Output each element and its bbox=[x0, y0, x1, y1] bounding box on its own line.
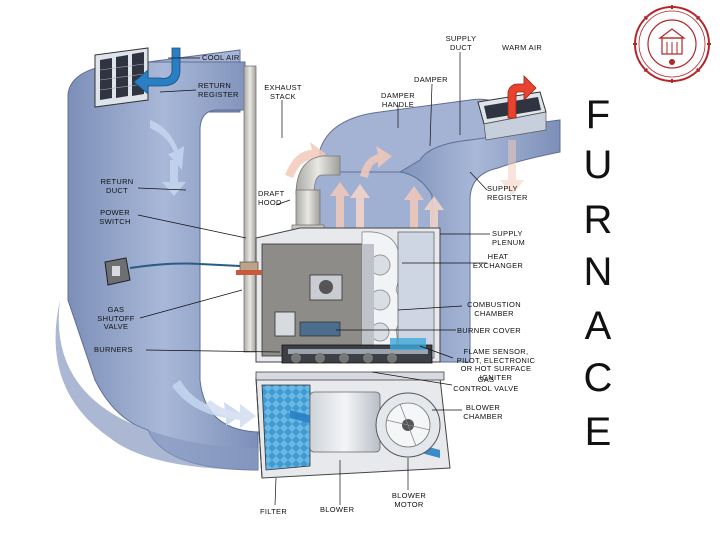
airflow-arrows bbox=[150, 120, 524, 428]
label-supply-register: SUPPLY REGISTER bbox=[487, 184, 528, 202]
label-damper-handle: DAMPER HANDLE bbox=[381, 91, 415, 109]
label-cool-air: COOL AIR bbox=[202, 53, 240, 62]
furnace-cabinet bbox=[129, 227, 451, 479]
label-supply-duct: SUPPLY DUCT bbox=[445, 34, 477, 52]
title-letter-c: C bbox=[583, 356, 613, 400]
leader-lines bbox=[137, 52, 490, 506]
label-draft-hood: DRAFT HOOD bbox=[258, 189, 285, 207]
label-combustion-chamber: COMBUSTION CHAMBER bbox=[467, 300, 521, 318]
return-register-grille bbox=[94, 47, 149, 108]
power-switch-box bbox=[104, 257, 131, 286]
university-seal bbox=[633, 5, 711, 83]
title-letter-r: R bbox=[583, 198, 613, 242]
label-return-register: RETURN REGISTER bbox=[198, 81, 239, 99]
title-letter-n: N bbox=[583, 250, 613, 294]
title-letter-e: E bbox=[584, 410, 612, 454]
warm-air-arrow bbox=[507, 75, 537, 119]
label-filter: FILTER bbox=[260, 507, 288, 516]
label-gas-control-valve: GAS CONTROL VALVE bbox=[453, 375, 519, 393]
title-letter-a: A bbox=[584, 304, 612, 348]
label-return-duct: RETURN DUCT bbox=[100, 177, 134, 195]
exhaust-stack-pipe bbox=[243, 65, 257, 353]
label-burner-cover: BURNER COVER bbox=[457, 326, 522, 335]
label-power-switch: POWER SWITCH bbox=[99, 208, 131, 226]
cool-air-arrow bbox=[133, 47, 181, 95]
label-blower-motor: BLOWER MOTOR bbox=[391, 491, 427, 509]
burner-assembly bbox=[281, 338, 433, 364]
label-blower-chamber: BLOWER CHAMBER bbox=[463, 403, 503, 421]
label-burners: BURNERS bbox=[94, 345, 133, 354]
label-heat-exchanger: HEAT EXCHANGER bbox=[472, 252, 524, 270]
label-damper: DAMPER bbox=[414, 75, 448, 84]
label-flame-sensor: FLAME SENSOR, PILOT, ELECTRONIC OR HOT S… bbox=[456, 347, 536, 382]
label-supply-plenum: SUPPLY PLENUM bbox=[492, 229, 526, 247]
title-letter-f: F bbox=[585, 93, 611, 137]
label-gas-shutoff-valve: GAS SHUTOFF VALVE bbox=[97, 305, 135, 331]
title-letter-u: U bbox=[583, 143, 613, 187]
label-blower: BLOWER bbox=[320, 505, 355, 514]
label-warm-air: WARM AIR bbox=[502, 43, 543, 52]
label-exhaust-stack: EXHAUST STACK bbox=[264, 83, 302, 101]
